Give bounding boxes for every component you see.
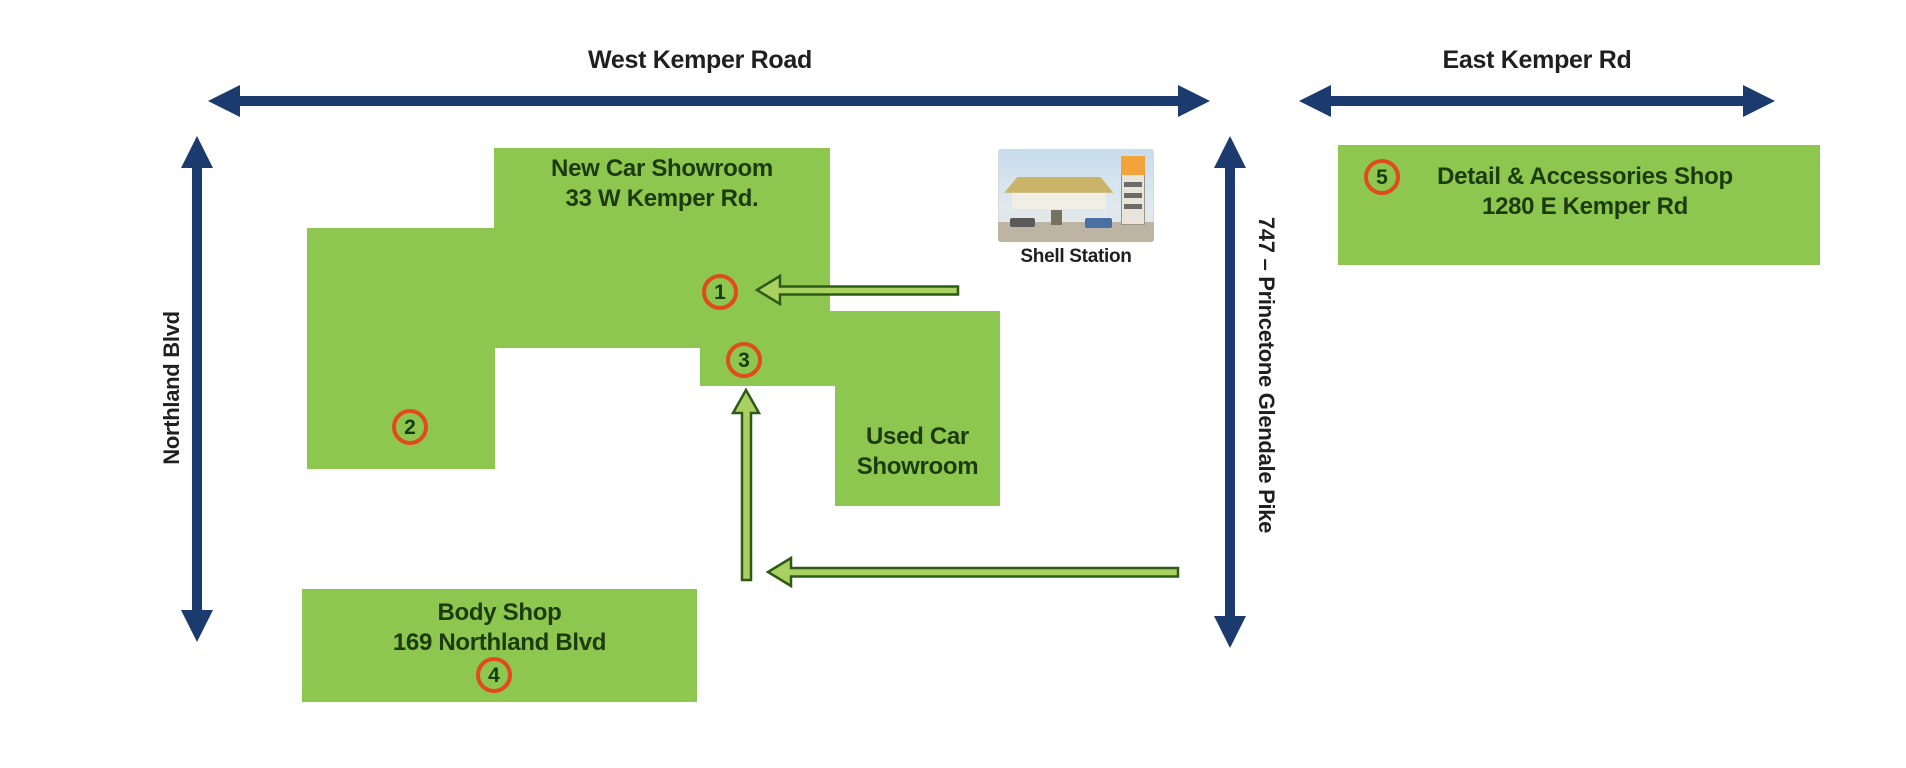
pike-arrowhead-bottom [1214, 616, 1246, 648]
shell-sign-price-line-1 [1124, 182, 1142, 187]
east-kemper-road-arrow [1299, 85, 1775, 117]
shell-price-sign [1121, 155, 1145, 226]
west-kemper-road-arrow [208, 85, 1210, 117]
detail-accessories-shop-block [1338, 145, 1820, 265]
body-shop-address: 169 Northland Blvd [392, 629, 607, 656]
west-kemper-road-arrowhead-right [1178, 85, 1210, 117]
shell-sign-logo-panel [1121, 155, 1145, 176]
route-arrow-entrance-south [765, 555, 1180, 589]
body-shop-label: Body Shop 169 Northland Blvd [302, 598, 697, 658]
northland-blvd-arrow [181, 136, 213, 642]
east-kemper-road-arrowhead-right [1743, 85, 1775, 117]
marker-3: 3 [726, 342, 762, 378]
shell-sign-price-line-3 [1124, 204, 1142, 210]
detail-shop-name: Detail & Accessories Shop [1437, 163, 1733, 190]
new-car-showroom-south-column [700, 311, 838, 386]
shell-canopy [1004, 176, 1114, 193]
marker-4: 4 [476, 657, 512, 693]
northland-blvd-arrowhead-top [181, 136, 213, 168]
route-arrow-to-marker-3 [730, 387, 762, 582]
new-car-showroom-name: New Car Showroom [551, 155, 773, 182]
shell-sign-price-line-2 [1124, 193, 1142, 199]
marker-2: 2 [392, 409, 428, 445]
east-kemper-road-label: East Kemper Rd [1442, 46, 1632, 74]
new-car-showroom-label: New Car Showroom 33 W Kemper Rd. [494, 154, 830, 214]
west-kemper-road-arrowhead-left [208, 85, 240, 117]
pike-arrow [1214, 136, 1246, 648]
northland-blvd-arrowhead-bottom [181, 610, 213, 642]
marker-5: 5 [1364, 159, 1400, 195]
shell-station-photo [998, 149, 1154, 242]
used-car-showroom-name-line1: Used Car [866, 423, 969, 450]
detail-shop-label: Detail & Accessories Shop 1280 E Kemper … [1420, 162, 1750, 222]
shell-station-label: Shell Station [1020, 246, 1132, 267]
pike-arrow-shaft [1225, 162, 1235, 620]
northland-blvd-arrow-shaft [192, 162, 202, 614]
shell-fuel-pump [1051, 210, 1062, 226]
used-car-showroom-block [835, 311, 1000, 506]
detail-shop-address: 1280 E Kemper Rd [1482, 193, 1688, 220]
body-shop-name: Body Shop [437, 599, 562, 626]
shell-car-left [1010, 217, 1036, 228]
used-car-showroom-name-line2: Showroom [856, 453, 979, 480]
marker-1: 1 [702, 274, 738, 310]
west-kemper-road-label: West Kemper Road [588, 46, 812, 74]
east-kemper-road-arrowhead-left [1299, 85, 1331, 117]
shell-ground [998, 221, 1154, 242]
used-car-showroom-label: Used Car Showroom [835, 422, 1000, 482]
route-arrow-to-marker-1 [754, 273, 960, 307]
west-kemper-road-arrow-shaft [234, 96, 1184, 106]
new-car-showroom-address: 33 W Kemper Rd. [565, 185, 759, 212]
east-kemper-road-arrow-shaft [1325, 96, 1749, 106]
shell-facade [1012, 192, 1106, 209]
shell-car-right [1085, 217, 1112, 229]
pike-arrowhead-top [1214, 136, 1246, 168]
